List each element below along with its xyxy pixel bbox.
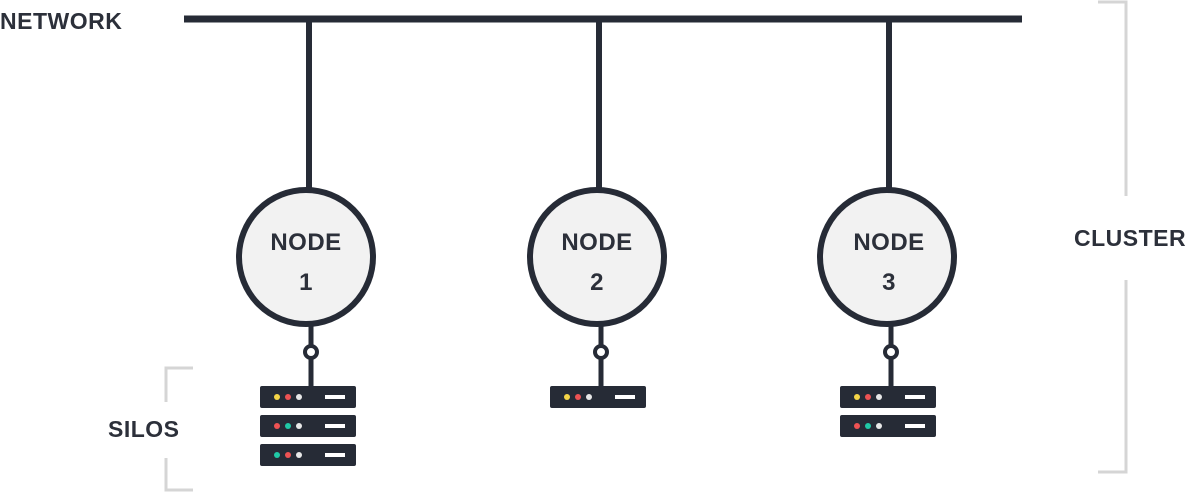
node-3: NODE 3 — [817, 19, 957, 386]
node-1-silos — [260, 386, 356, 466]
node-2-silos — [550, 386, 646, 408]
node-3-circle — [817, 187, 957, 327]
node-1: NODE 1 — [236, 19, 376, 386]
server-icon — [260, 386, 356, 408]
silos-bracket-bottom — [164, 458, 193, 492]
server-icon — [840, 386, 936, 408]
node-2-connector — [593, 344, 609, 360]
node-2: NODE 2 — [527, 19, 667, 386]
node-2-number: 2 — [590, 269, 604, 296]
cluster-label: CLUSTER — [1074, 225, 1186, 251]
node-1-circle — [236, 187, 376, 327]
cluster-bracket-top — [1098, 0, 1128, 196]
node-1-number: 1 — [299, 269, 313, 296]
node-3-silos — [840, 386, 936, 437]
node-3-title: NODE — [853, 229, 924, 256]
node-3-connector — [883, 344, 899, 360]
node-2-title: NODE — [561, 229, 632, 256]
node-3-number: 3 — [882, 269, 896, 296]
network-label: NETWORK — [0, 8, 122, 34]
node-1-connector — [303, 344, 319, 360]
server-icon — [550, 386, 646, 408]
cluster-bracket-bottom — [1098, 280, 1128, 474]
server-icon — [260, 415, 356, 437]
silos-bracket-top — [164, 366, 193, 402]
silos-label: SILOS — [108, 416, 180, 442]
node-2-circle — [527, 187, 667, 327]
server-icon — [840, 415, 936, 437]
server-icon — [260, 444, 356, 466]
node-1-title: NODE — [270, 229, 341, 256]
